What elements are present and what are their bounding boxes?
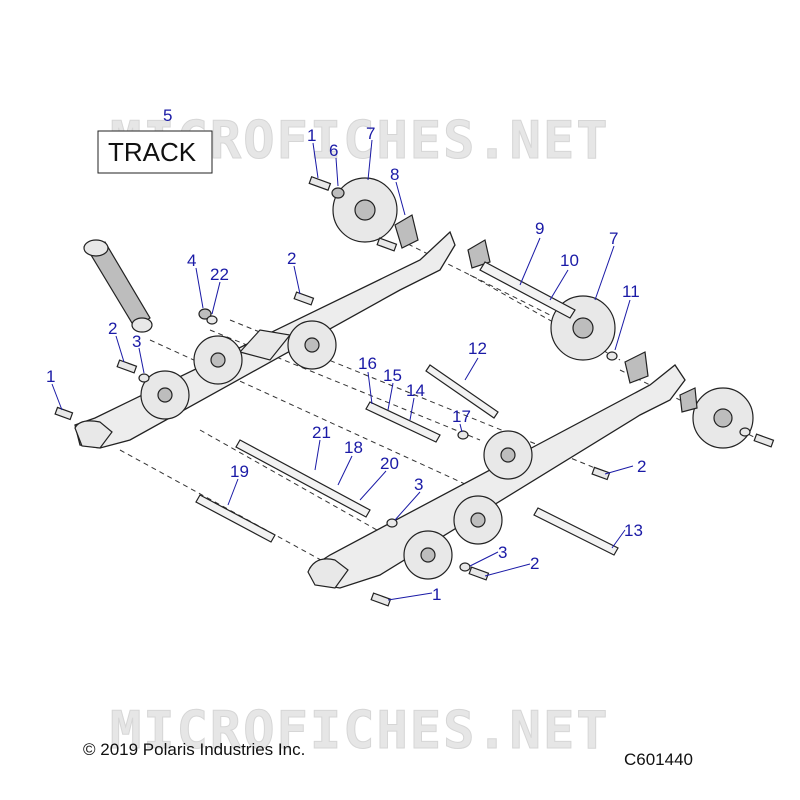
watermark-bottom: MICROFICHES.NET bbox=[110, 701, 610, 761]
callout-13: 13 bbox=[624, 521, 643, 540]
callout-1: 1 bbox=[46, 367, 55, 386]
copyright: © 2019 Polaris Industries Inc. bbox=[83, 740, 305, 759]
callout-10: 10 bbox=[560, 251, 579, 270]
callout-2: 2 bbox=[637, 457, 646, 476]
callout-7: 7 bbox=[366, 124, 375, 143]
callout-4: 4 bbox=[187, 251, 196, 270]
callout-15: 15 bbox=[383, 366, 402, 385]
callout-2: 2 bbox=[108, 319, 117, 338]
callout-1: 1 bbox=[432, 585, 441, 604]
callout-3: 3 bbox=[414, 475, 423, 494]
callout-1: 1 bbox=[307, 126, 316, 145]
callout-5: 5 bbox=[163, 106, 172, 125]
hubs bbox=[394, 214, 698, 413]
callout-16: 16 bbox=[358, 354, 377, 373]
callout-8: 8 bbox=[390, 165, 399, 184]
callout-12: 12 bbox=[468, 339, 487, 358]
right-wheels bbox=[403, 430, 533, 580]
callout-22: 22 bbox=[210, 265, 229, 284]
callout-9: 9 bbox=[535, 219, 544, 238]
axles-and-rods bbox=[195, 261, 619, 556]
callout-2: 2 bbox=[287, 249, 296, 268]
track-label: TRACK bbox=[108, 137, 197, 167]
left-wheels bbox=[140, 320, 337, 420]
callout-17: 17 bbox=[452, 407, 471, 426]
callout-11: 11 bbox=[622, 282, 640, 301]
callout-2: 2 bbox=[530, 554, 539, 573]
callout-19: 19 bbox=[230, 462, 249, 481]
callout-20: 20 bbox=[380, 454, 399, 473]
track-box bbox=[97, 130, 213, 174]
leader-lines bbox=[51, 139, 634, 601]
figure-code: C601440 bbox=[624, 750, 693, 769]
callout-21: 21 bbox=[312, 423, 331, 442]
callout-14: 14 bbox=[406, 381, 425, 400]
hardware bbox=[54, 175, 775, 607]
callout-18: 18 bbox=[344, 438, 363, 457]
callout-3: 3 bbox=[498, 543, 507, 562]
top-wheels bbox=[332, 177, 754, 449]
callout-3: 3 bbox=[132, 332, 141, 351]
callout-7: 7 bbox=[609, 229, 618, 248]
callouts: 5 1 6 7 8 2 4 22 2 3 1 9 10 7 11 12 16 1… bbox=[46, 106, 646, 604]
shock-absorber bbox=[83, 239, 153, 333]
callout-6: 6 bbox=[329, 141, 338, 160]
